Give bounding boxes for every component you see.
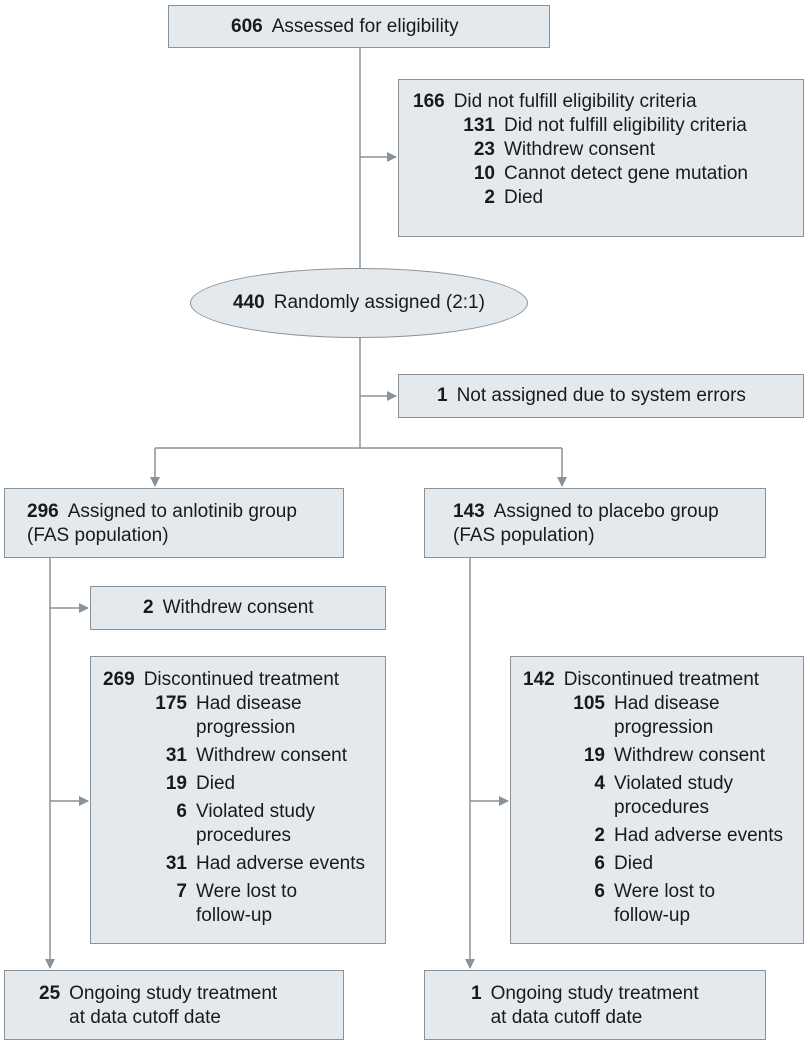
anlotinib-ongoing-label: Ongoing study treatment [69, 983, 278, 1004]
anlotinib-ongoing-sublabel: at data cutoff date [69, 1007, 221, 1028]
excluded-count: 166 [413, 91, 445, 112]
placebo-discontinued-label: Discontinued treatment [563, 669, 760, 690]
anlotinib-reason-item: 19 Died [165, 773, 236, 794]
excluded-label: Did not fulfill eligibility criteria [453, 91, 697, 112]
excluded-item: 131 Did not fulfill eligibility criteria [463, 115, 747, 136]
placebo-reason-item: 2 Had adverse events [594, 825, 783, 846]
placebo-discontinued-count: 142 [523, 669, 555, 690]
placebo-reason-item: 19 Withdrew consent [583, 745, 766, 766]
placebo-reason-item: 6 Died [594, 853, 654, 874]
assessed-count: 606 [231, 15, 263, 37]
randomized-ellipse: 440 Randomly assigned (2:1) [190, 268, 528, 338]
anlotinib-assigned-sublabel: (FAS population) [27, 525, 169, 546]
anlotinib-withdrew-count: 2 [143, 597, 154, 618]
not-assigned-box: 1 Not assigned due to system errors [398, 374, 804, 418]
anlotinib-discontinued-label: Discontinued treatment [143, 669, 340, 690]
placebo-discontinued-box: 142 Discontinued treatment 105 Had disea… [510, 656, 804, 944]
placebo-ongoing-sublabel: at data cutoff date [490, 1007, 643, 1028]
anlotinib-reason-item: 31 Withdrew consent [165, 745, 348, 766]
anlotinib-assigned-count: 296 [27, 501, 59, 522]
randomized-label: Randomly assigned (2:1) [273, 292, 485, 313]
excluded-box: 166 Did not fulfill eligibility criteria… [398, 79, 804, 237]
placebo-ongoing-box: 1 Ongoing study treatment at data cutoff … [424, 970, 766, 1040]
randomized-count: 440 [233, 292, 265, 313]
anlotinib-ongoing-count: 25 [39, 983, 61, 1004]
placebo-assigned-label: Assigned to placebo group [493, 501, 719, 522]
not-assigned-count: 1 [437, 385, 448, 406]
placebo-assigned-sublabel: (FAS population) [453, 525, 595, 546]
assessed-box: 606 Assessed for eligibility [168, 5, 550, 48]
not-assigned-label: Not assigned due to system errors [456, 385, 746, 406]
placebo-assigned-count: 143 [453, 501, 485, 522]
excluded-item: 23 Withdrew consent [473, 139, 656, 160]
anlotinib-withdrew-label: Withdrew consent [162, 597, 314, 618]
anlotinib-discontinued-box: 269 Discontinued treatment 175 Had disea… [90, 656, 386, 944]
excluded-item: 2 Died [484, 187, 544, 208]
anlotinib-assigned-box: 296 Assigned to anlotinib group (FAS pop… [4, 488, 344, 558]
anlotinib-reason-item: 31 Had adverse events [165, 853, 365, 874]
placebo-assigned-box: 143 Assigned to placebo group (FAS popul… [424, 488, 766, 558]
placebo-ongoing-label: Ongoing study treatment [490, 983, 699, 1004]
anlotinib-discontinued-count: 269 [103, 669, 135, 690]
assessed-label: Assessed for eligibility [271, 15, 459, 37]
anlotinib-withdrew-box: 2 Withdrew consent [90, 586, 386, 630]
excluded-item: 10 Cannot detect gene mutation [473, 163, 749, 184]
anlotinib-assigned-label: Assigned to anlotinib group [67, 501, 297, 522]
anlotinib-ongoing-box: 25 Ongoing study treatment at data cutoff… [4, 970, 344, 1040]
placebo-ongoing-count: 1 [471, 983, 482, 1004]
